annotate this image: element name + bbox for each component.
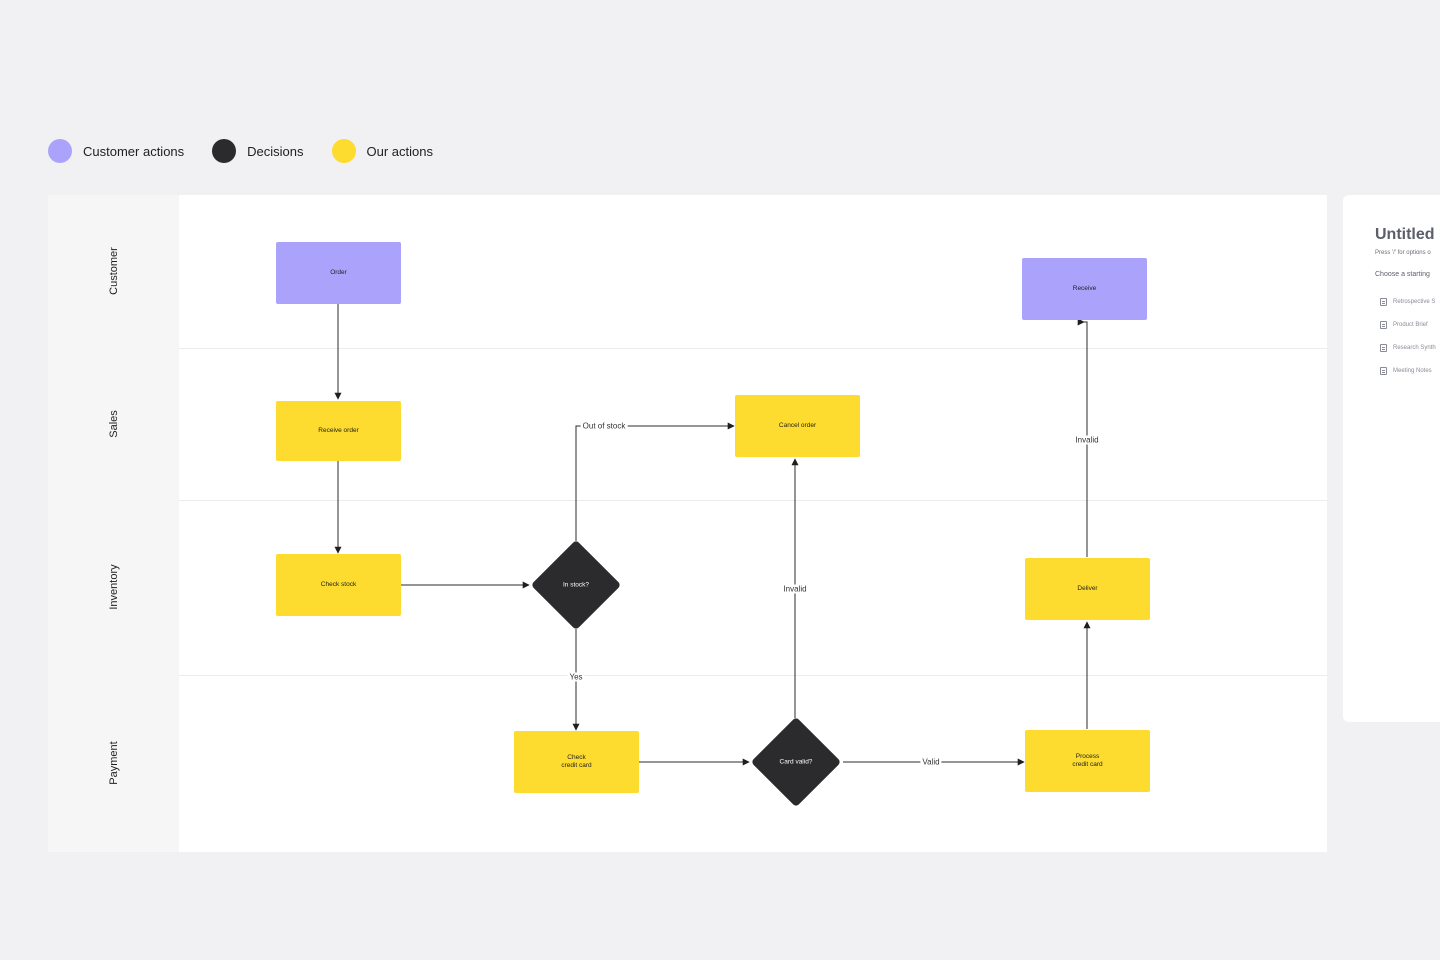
node-cancel-order[interactable]: Cancel order <box>735 395 860 457</box>
lane-divider <box>179 500 1327 501</box>
edge-label-invalid-card: Invalid <box>781 584 809 594</box>
template-list: Retrospective S Product Brief Research S… <box>1380 290 1436 382</box>
legend-decisions: Decisions <box>212 139 304 163</box>
document-icon <box>1380 366 1387 375</box>
document-icon <box>1380 297 1387 306</box>
legend-our-actions: Our actions <box>331 139 433 163</box>
lane-divider <box>179 675 1327 676</box>
panel-subtitle: Choose a starting <box>1375 271 1430 278</box>
legend-customer-actions: Customer actions <box>48 139 184 163</box>
document-icon <box>1380 320 1387 329</box>
node-check-stock[interactable]: Check stock <box>276 554 401 616</box>
legend-label-our-actions: Our actions <box>366 143 433 159</box>
connector-layer <box>334 304 1091 766</box>
legend-label-customer: Customer actions <box>83 143 185 159</box>
template-label: Product Brief <box>1393 321 1428 328</box>
edge-label-valid: Valid <box>920 757 942 767</box>
node-receive[interactable]: Receive <box>1022 258 1147 320</box>
lane-header-column: Customer Sales Inventory Payment <box>48 195 179 852</box>
connector-in-stock-out-of-stock <box>575 422 735 541</box>
swimlane-board[interactable]: Customer Sales Inventory Payment Order R… <box>48 195 1327 852</box>
template-item-research[interactable]: Research Synth <box>1380 336 1436 359</box>
node-process-credit-card[interactable]: Process credit card <box>1025 730 1150 792</box>
node-check-credit-card[interactable]: Check credit card <box>514 731 639 793</box>
node-receive-order[interactable]: Receive order <box>276 401 401 461</box>
node-order[interactable]: Order <box>276 242 401 304</box>
template-label: Retrospective S <box>1393 298 1436 305</box>
edge-label-yes: Yes <box>567 672 585 682</box>
connector-deliver-to-receive <box>1083 318 1091 557</box>
legend-dot-our-actions <box>331 139 356 163</box>
decision-in-stock-label: In stock? <box>562 581 589 589</box>
edge-label-out-of-stock: Out of stock <box>580 421 628 431</box>
document-icon <box>1380 343 1387 352</box>
legend-dot-customer <box>48 139 72 163</box>
edge-label-invalid-deliver: Invalid <box>1073 435 1101 445</box>
template-item-retrospective[interactable]: Retrospective S <box>1380 290 1436 313</box>
legend: Customer actions Decisions Our actions <box>48 138 461 164</box>
panel-hint: Press '/' for options o <box>1375 250 1431 256</box>
template-label: Meeting Notes <box>1393 367 1432 374</box>
template-item-meeting-notes[interactable]: Meeting Notes <box>1380 359 1436 382</box>
document-panel[interactable]: Untitled Press '/' for options o Choose … <box>1343 195 1440 722</box>
template-item-product-brief[interactable]: Product Brief <box>1380 313 1436 336</box>
decision-card-valid-label: Card valid? <box>779 758 813 766</box>
node-deliver[interactable]: Deliver <box>1025 558 1150 620</box>
template-label: Research Synth <box>1393 344 1436 351</box>
legend-dot-decisions <box>212 139 237 163</box>
panel-title[interactable]: Untitled <box>1375 226 1435 243</box>
legend-label-decisions: Decisions <box>247 143 304 159</box>
lane-divider <box>179 348 1327 349</box>
